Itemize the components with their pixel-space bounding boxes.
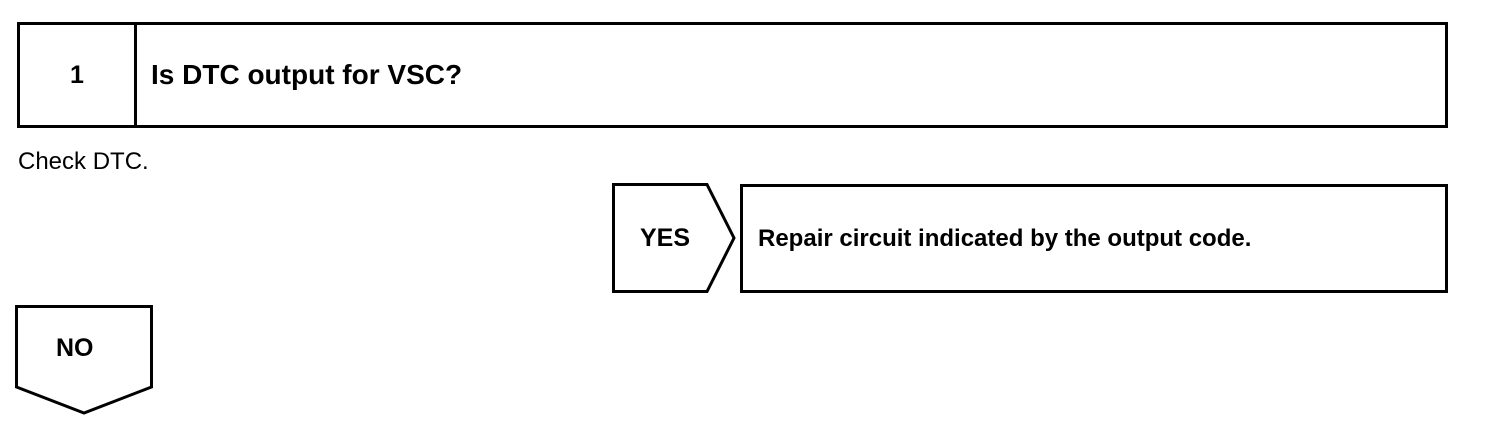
yes-action-text: Repair circuit indicated by the output c… bbox=[758, 224, 1252, 252]
no-arrow-shape bbox=[15, 305, 153, 415]
step-question: Is DTC output for VSC? bbox=[151, 59, 463, 90]
step-number: 1 bbox=[20, 25, 137, 125]
step-box: 1 Is DTC output for VSC? bbox=[17, 22, 1448, 128]
no-label: NO bbox=[56, 334, 94, 362]
instruction-text: Check DTC. bbox=[18, 148, 149, 175]
yes-action-box: Repair circuit indicated by the output c… bbox=[740, 184, 1448, 293]
yes-label: YES bbox=[640, 224, 691, 252]
yes-arrow-shape bbox=[612, 183, 736, 293]
